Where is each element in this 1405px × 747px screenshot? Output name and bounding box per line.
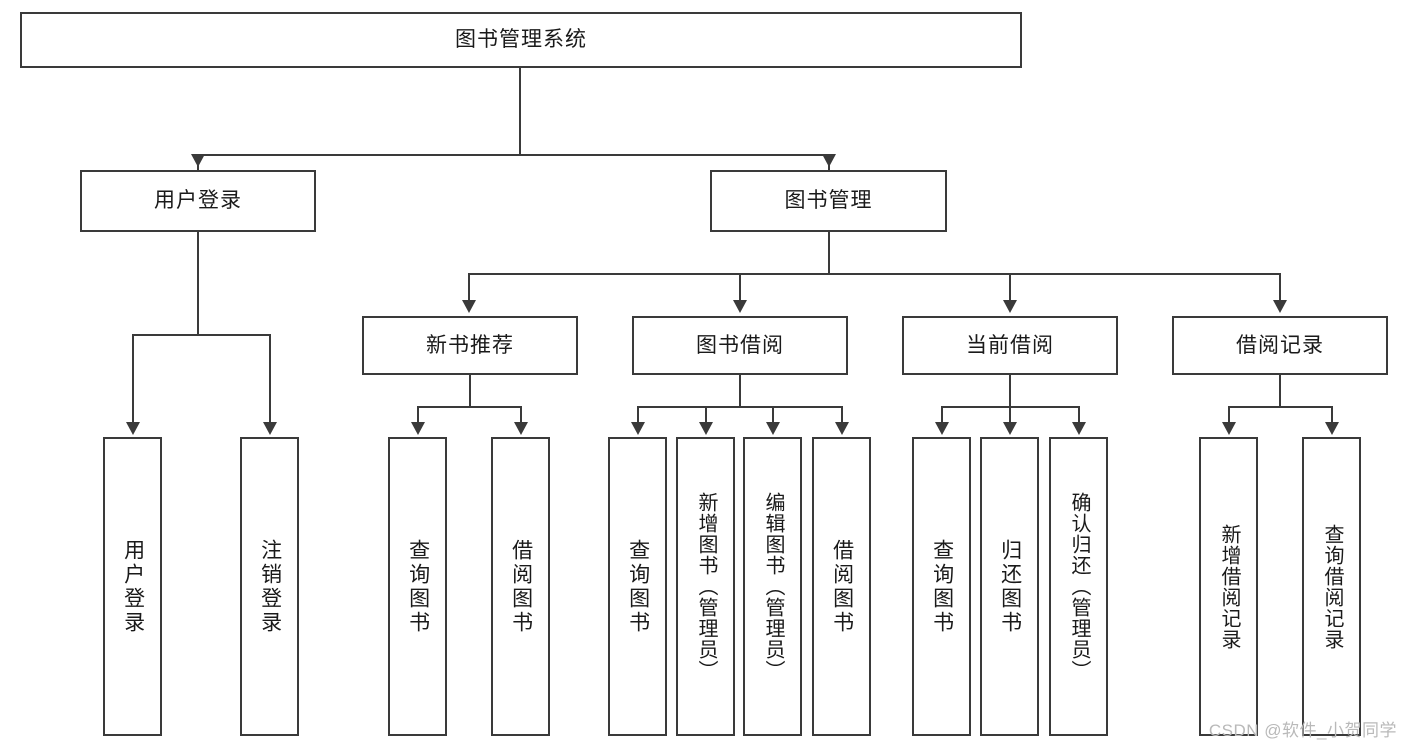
node-label: 编辑图书（管理员） [762, 492, 784, 681]
node-user-login[interactable]: 用户登录 [80, 170, 316, 232]
node-label: 确认归还（管理员） [1068, 492, 1090, 681]
node-leaf-borrow-book-1[interactable]: 借阅图书 [491, 437, 550, 736]
connector-cb-drop-2 [1009, 406, 1011, 424]
node-current-borrow[interactable]: 当前借阅 [902, 316, 1118, 375]
arrow-bb-leaf-2 [699, 422, 713, 435]
arrow-cb-leaf-2 [1003, 422, 1017, 435]
node-new-book-recommend[interactable]: 新书推荐 [362, 316, 578, 375]
connector-bb-drop-2 [705, 406, 707, 424]
arrow-cb-leaf-1 [935, 422, 949, 435]
node-label: 借阅图书 [830, 538, 854, 635]
connector-br-stem [1279, 375, 1281, 407]
node-leaf-query-book-1[interactable]: 查询图书 [388, 437, 447, 736]
node-label: 注销登录 [258, 538, 282, 635]
node-label: 归还图书 [998, 538, 1022, 635]
arrow-to-book-manage [822, 154, 836, 167]
connector-bm-drop-3 [1009, 273, 1011, 302]
node-leaf-user-login[interactable]: 用户登录 [103, 437, 162, 736]
connector-br-drop-1 [1228, 406, 1230, 424]
arrow-to-book-borrow [733, 300, 747, 313]
arrow-nbr-leaf-2 [514, 422, 528, 435]
arrow-nbr-leaf-1 [411, 422, 425, 435]
node-leaf-query-record[interactable]: 查询借阅记录 [1302, 437, 1361, 736]
node-leaf-add-book[interactable]: 新增图书（管理员） [676, 437, 735, 736]
connector-bb-drop-3 [772, 406, 774, 424]
arrow-cb-leaf-3 [1072, 422, 1086, 435]
node-leaf-edit-book[interactable]: 编辑图书（管理员） [743, 437, 802, 736]
node-leaf-confirm-return[interactable]: 确认归还（管理员） [1049, 437, 1108, 736]
node-label: 用户登录 [121, 538, 145, 635]
node-leaf-add-record[interactable]: 新增借阅记录 [1199, 437, 1258, 736]
connector-root-stem [519, 68, 521, 155]
connector-bm-drop-1 [468, 273, 470, 302]
connector-cb-drop-3 [1078, 406, 1080, 424]
connector-cb-drop-1 [941, 406, 943, 424]
arrow-br-leaf-2 [1325, 422, 1339, 435]
connector-cb-stem [1009, 375, 1011, 407]
node-label: 用户登录 [154, 189, 242, 213]
connector-nbr-drop-1 [417, 406, 419, 424]
connector-bb-drop-4 [841, 406, 843, 424]
arrow-to-current-borrow [1003, 300, 1017, 313]
arrow-bb-leaf-4 [835, 422, 849, 435]
node-leaf-query-book-3[interactable]: 查询图书 [912, 437, 971, 736]
node-book-manage[interactable]: 图书管理 [710, 170, 947, 232]
connector-br-drop-2 [1331, 406, 1333, 424]
connector-br-bus [1229, 406, 1332, 408]
connector-bb-bus [638, 406, 842, 408]
connector-book-manage-stem [828, 232, 830, 274]
connector-nbr-bus [418, 406, 521, 408]
arrow-user-login-leaf-2 [263, 422, 277, 435]
connector-user-login-bus [133, 334, 271, 336]
node-leaf-return-book[interactable]: 归还图书 [980, 437, 1039, 736]
connector-bm-drop-4 [1279, 273, 1281, 302]
node-label: 查询图书 [406, 538, 430, 635]
arrow-bb-leaf-3 [766, 422, 780, 435]
connector-bb-stem [739, 375, 741, 407]
node-label: 图书借阅 [696, 333, 784, 357]
connector-user-login-drop-2 [269, 334, 271, 424]
arrow-to-user-login [191, 154, 205, 167]
node-label: 查询借阅记录 [1321, 523, 1343, 650]
node-book-borrow[interactable]: 图书借阅 [632, 316, 848, 375]
connector-nbr-stem [469, 375, 471, 407]
arrow-to-borrow-record [1273, 300, 1287, 313]
arrow-to-new-book-recommend [462, 300, 476, 313]
node-leaf-logout-login[interactable]: 注销登录 [240, 437, 299, 736]
connector-user-login-stem [197, 232, 199, 335]
arrow-bb-leaf-1 [631, 422, 645, 435]
node-borrow-record[interactable]: 借阅记录 [1172, 316, 1388, 375]
node-label: 图书管理 [784, 189, 873, 213]
node-label: 借阅记录 [1236, 333, 1324, 357]
connector-bm-drop-2 [739, 273, 741, 302]
arrow-br-leaf-1 [1222, 422, 1236, 435]
connector-user-login-drop-1 [132, 334, 134, 424]
node-label: 图书管理系统 [455, 28, 587, 52]
connector-nbr-drop-2 [520, 406, 522, 424]
node-leaf-borrow-book-2[interactable]: 借阅图书 [812, 437, 871, 736]
arrow-user-login-leaf-1 [126, 422, 140, 435]
node-label: 新书推荐 [426, 333, 514, 357]
connector-root-bus [198, 154, 830, 156]
node-label: 当前借阅 [966, 333, 1054, 357]
node-label: 新增图书（管理员） [695, 492, 717, 681]
connector-bb-drop-1 [637, 406, 639, 424]
node-label: 查询图书 [626, 538, 650, 635]
node-label: 查询图书 [930, 538, 954, 635]
connector-book-manage-bus [469, 273, 1281, 275]
node-label: 新增借阅记录 [1218, 523, 1240, 650]
node-root-system[interactable]: 图书管理系统 [20, 12, 1022, 68]
node-label: 借阅图书 [509, 538, 533, 635]
node-leaf-query-book-2[interactable]: 查询图书 [608, 437, 667, 736]
